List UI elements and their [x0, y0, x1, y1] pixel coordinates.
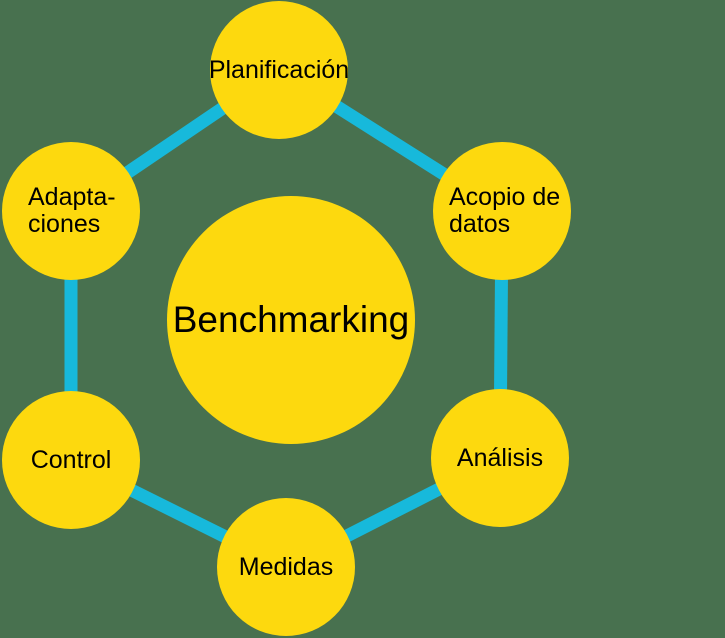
node-planificacion: Planificación: [208, 1, 350, 139]
node-adaptaciones: Adapta- ciones: [2, 142, 140, 280]
node-analisis-label: Análisis: [456, 443, 544, 472]
node-medidas: Medidas: [217, 498, 355, 636]
node-acopio-de-datos-label: Acopio de datos: [449, 183, 561, 238]
node-analisis: Análisis: [431, 389, 569, 527]
node-acopio-de-datos: Acopio de datos: [433, 142, 571, 280]
node-adaptaciones-label: Adapta- ciones: [28, 183, 116, 238]
center-node-benchmarking-label: Benchmarking: [172, 299, 410, 340]
node-medidas-label: Medidas: [238, 552, 334, 581]
node-planificacion-label: Planificación: [208, 55, 350, 84]
node-control: Control: [2, 391, 140, 529]
node-control-label: Control: [30, 445, 112, 474]
center-node-benchmarking: Benchmarking: [167, 196, 415, 444]
